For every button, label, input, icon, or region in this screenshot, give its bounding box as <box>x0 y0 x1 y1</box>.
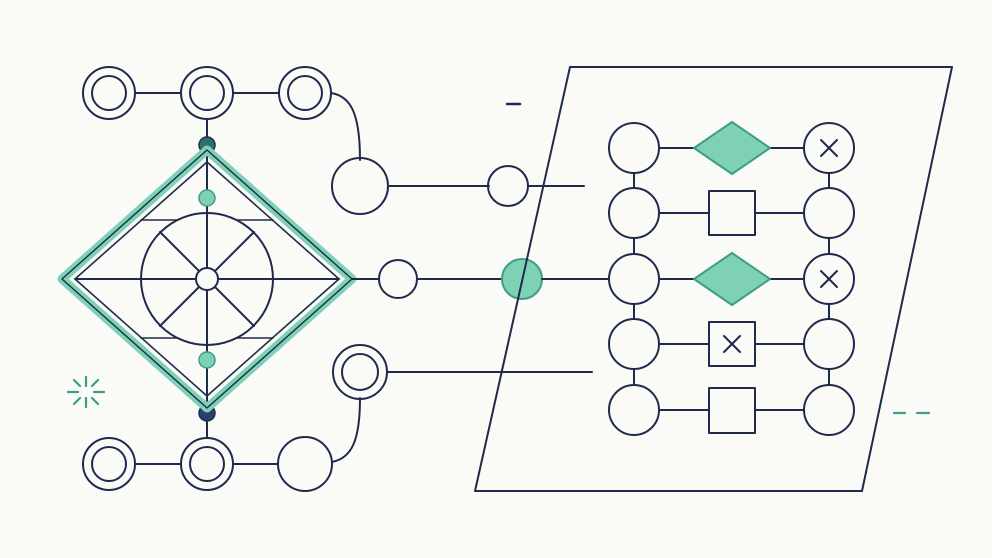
circle-node <box>277 436 333 492</box>
diamond-outline <box>61 149 353 409</box>
flow-grid <box>608 121 855 436</box>
diamond-wheel <box>57 145 357 413</box>
circle-node <box>331 157 389 215</box>
accent-dot-bottom <box>198 351 216 369</box>
cross-icon <box>820 139 838 157</box>
sparkle-icon <box>66 375 106 409</box>
grid-circle <box>608 122 660 174</box>
diamond-inner <box>74 161 340 397</box>
grid-circle <box>803 384 855 436</box>
grid-circle <box>608 384 660 436</box>
cross-icon <box>820 270 838 288</box>
circle-node <box>487 165 529 207</box>
bottom-ring-chain <box>82 397 361 492</box>
curved-connector <box>330 92 361 161</box>
accent-dot-top <box>198 189 216 207</box>
grid-circle <box>608 187 660 239</box>
grid-circle <box>608 318 660 370</box>
ring-node-inner <box>91 75 127 111</box>
square-box <box>708 387 756 434</box>
ring-node-inner <box>341 353 379 391</box>
square-box <box>708 190 756 236</box>
wheel-hub <box>195 267 219 291</box>
middle-connectors <box>331 102 611 400</box>
grid-circle <box>608 253 660 305</box>
ring-node-inner <box>189 75 225 111</box>
ring-node <box>82 437 136 491</box>
grid-circle <box>803 187 855 239</box>
ring-node <box>278 66 332 120</box>
cross-icon <box>723 335 741 353</box>
curved-connector <box>331 397 361 463</box>
ring-node <box>180 437 234 491</box>
grid-circle <box>803 318 855 370</box>
ring-node <box>180 66 234 120</box>
accent-diamond <box>693 121 771 175</box>
parallelogram-panel <box>474 66 953 492</box>
top-ring-chain <box>82 66 361 161</box>
ring-node-inner <box>91 446 127 482</box>
ring-node <box>82 66 136 120</box>
circle-node <box>378 259 418 299</box>
ring-node-inner <box>189 446 225 482</box>
ring-node-inner <box>287 75 323 111</box>
accent-diamond <box>693 252 771 306</box>
panel-outline <box>474 66 953 492</box>
